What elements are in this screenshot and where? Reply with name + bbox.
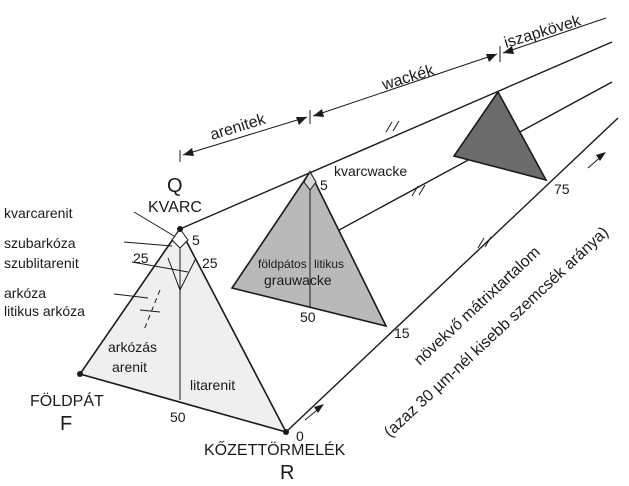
range-label-arenitek: arenitek (208, 111, 268, 144)
field-litarenit: litarenit (190, 377, 235, 393)
field-kvarcwacke: kvarcwacke (334, 163, 407, 179)
num-25-right: 25 (202, 255, 218, 271)
field-arkozas-line2: arenit (112, 359, 147, 375)
wacke-triangle (230, 170, 388, 328)
break-marks (385, 120, 492, 249)
axis-arrow-end-head (596, 152, 606, 161)
field-litikus: litikus (314, 257, 344, 271)
field-szubarkoza: szubarkóza (4, 235, 76, 251)
axis-caption-line2: (azaz 30 µm-nél kisebb szemcsék aránya) (381, 224, 612, 441)
arenit-triangle (78, 227, 288, 434)
vertex-r-letter: R (280, 462, 294, 484)
field-szublitarenit: szublitarenit (4, 255, 79, 271)
guide-line-top (179, 41, 613, 230)
vertex-f-letter: F (60, 413, 72, 435)
guide-line-right (285, 117, 619, 433)
field-litikus-arkoza: litikus arkóza (4, 303, 85, 319)
num-0: 0 (296, 428, 304, 444)
mudrock-triangle (452, 90, 548, 182)
num-5-b: 5 (320, 177, 328, 193)
num-5-a: 5 (192, 232, 200, 248)
field-arkoza: arkóza (4, 285, 46, 301)
num-50-b: 50 (300, 309, 316, 325)
range-label-iszapkovek: iszapkövek (502, 12, 584, 52)
field-grauwacke: grauwacke (264, 272, 332, 288)
num-50-a: 50 (170, 409, 186, 425)
leader-lines (113, 211, 189, 313)
vertex-q-letter: Q (167, 175, 183, 197)
num-75: 75 (554, 181, 570, 197)
axis-arrow-start-head (314, 404, 324, 413)
dashed-divider (143, 289, 161, 331)
q-vertex-dot (177, 226, 183, 232)
quartz-apex-box (171, 228, 189, 249)
field-kvarcarenit: kvarcarenit (4, 205, 73, 221)
range-label-wackek: wackék (379, 62, 437, 94)
f-vertex-dot (77, 371, 83, 377)
num-25-left: 25 (133, 250, 149, 266)
vertex-r-name: KŐZETTÖRMELÉK (204, 440, 346, 459)
vertex-q-name: KVARC (148, 199, 202, 216)
range-arrows (179, 17, 607, 162)
vertex-f-name: FÖLDPÁT (30, 391, 104, 410)
r-vertex-dot (283, 429, 289, 435)
num-15: 15 (394, 325, 410, 341)
field-arkozas-line1: arkózás (108, 339, 157, 355)
field-foldpatos: földpátos (258, 257, 307, 271)
